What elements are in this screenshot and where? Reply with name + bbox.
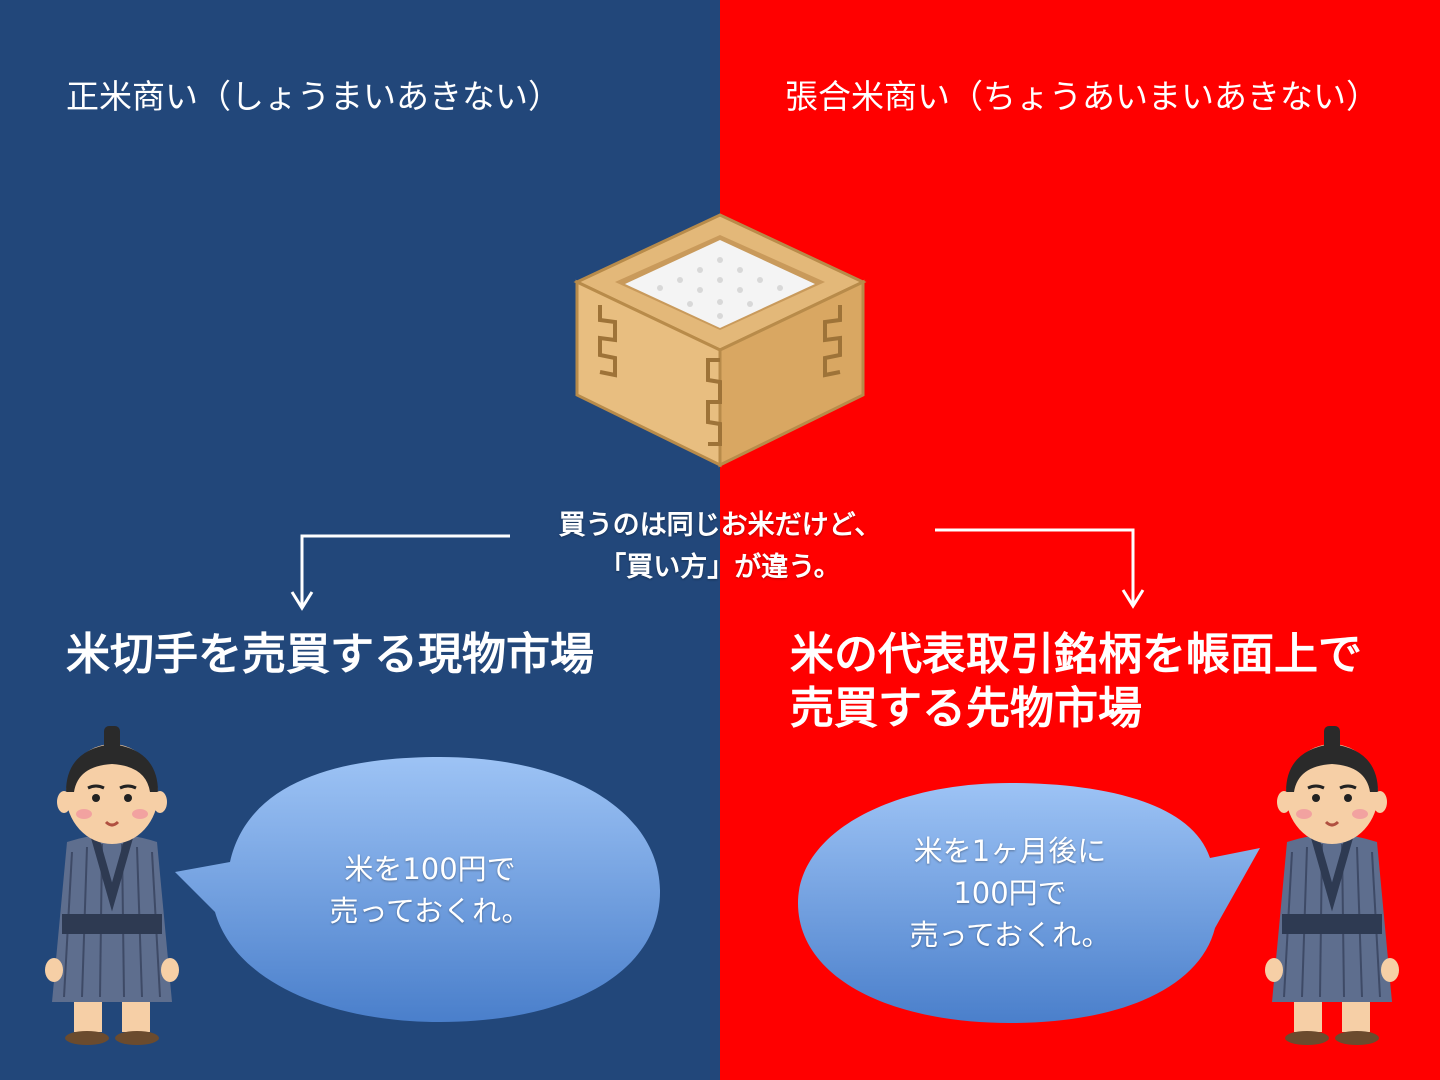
right-speech-line-2: 100円で — [953, 876, 1067, 910]
center-note-line-2: 「買い方」が違う。 — [599, 552, 841, 583]
right-market-line-1: 米の代表取引銘柄を帳面上で — [790, 629, 1362, 680]
left-speech-line-1: 米を100円で — [344, 852, 516, 886]
right-speech-bubble — [798, 783, 1260, 1023]
right-merchant-figure — [1265, 726, 1399, 1045]
right-market-label: 米の代表取引銘柄を帳面上で 売買する先物市場 — [790, 628, 1362, 736]
left-speech-line-2: 売っておくれ。 — [329, 894, 531, 928]
right-speech-line-1: 米を1ヶ月後に — [913, 834, 1107, 868]
center-note: 買うのは同じお米だけど、 「買い方」が違う。 — [430, 505, 1010, 589]
right-speech-text: 米を1ヶ月後に 100円で 売っておくれ。 — [880, 830, 1140, 956]
right-heading: 張合米商い（ちょうあいまいあきない） — [785, 77, 1379, 116]
left-merchant-figure — [45, 726, 179, 1045]
left-heading: 正米商い（しょうまいあきない） — [66, 77, 561, 116]
left-speech-text: 米を100円で 売っておくれ。 — [300, 848, 560, 932]
left-market-label: 米切手を売買する現物市場 — [66, 629, 594, 680]
center-note-line-1: 買うのは同じお米だけど、 — [558, 510, 882, 541]
right-speech-line-3: 売っておくれ。 — [909, 918, 1111, 952]
rice-masu-icon — [573, 213, 867, 468]
right-market-line-2: 売買する先物市場 — [790, 683, 1142, 734]
left-speech-bubble — [175, 757, 660, 1022]
